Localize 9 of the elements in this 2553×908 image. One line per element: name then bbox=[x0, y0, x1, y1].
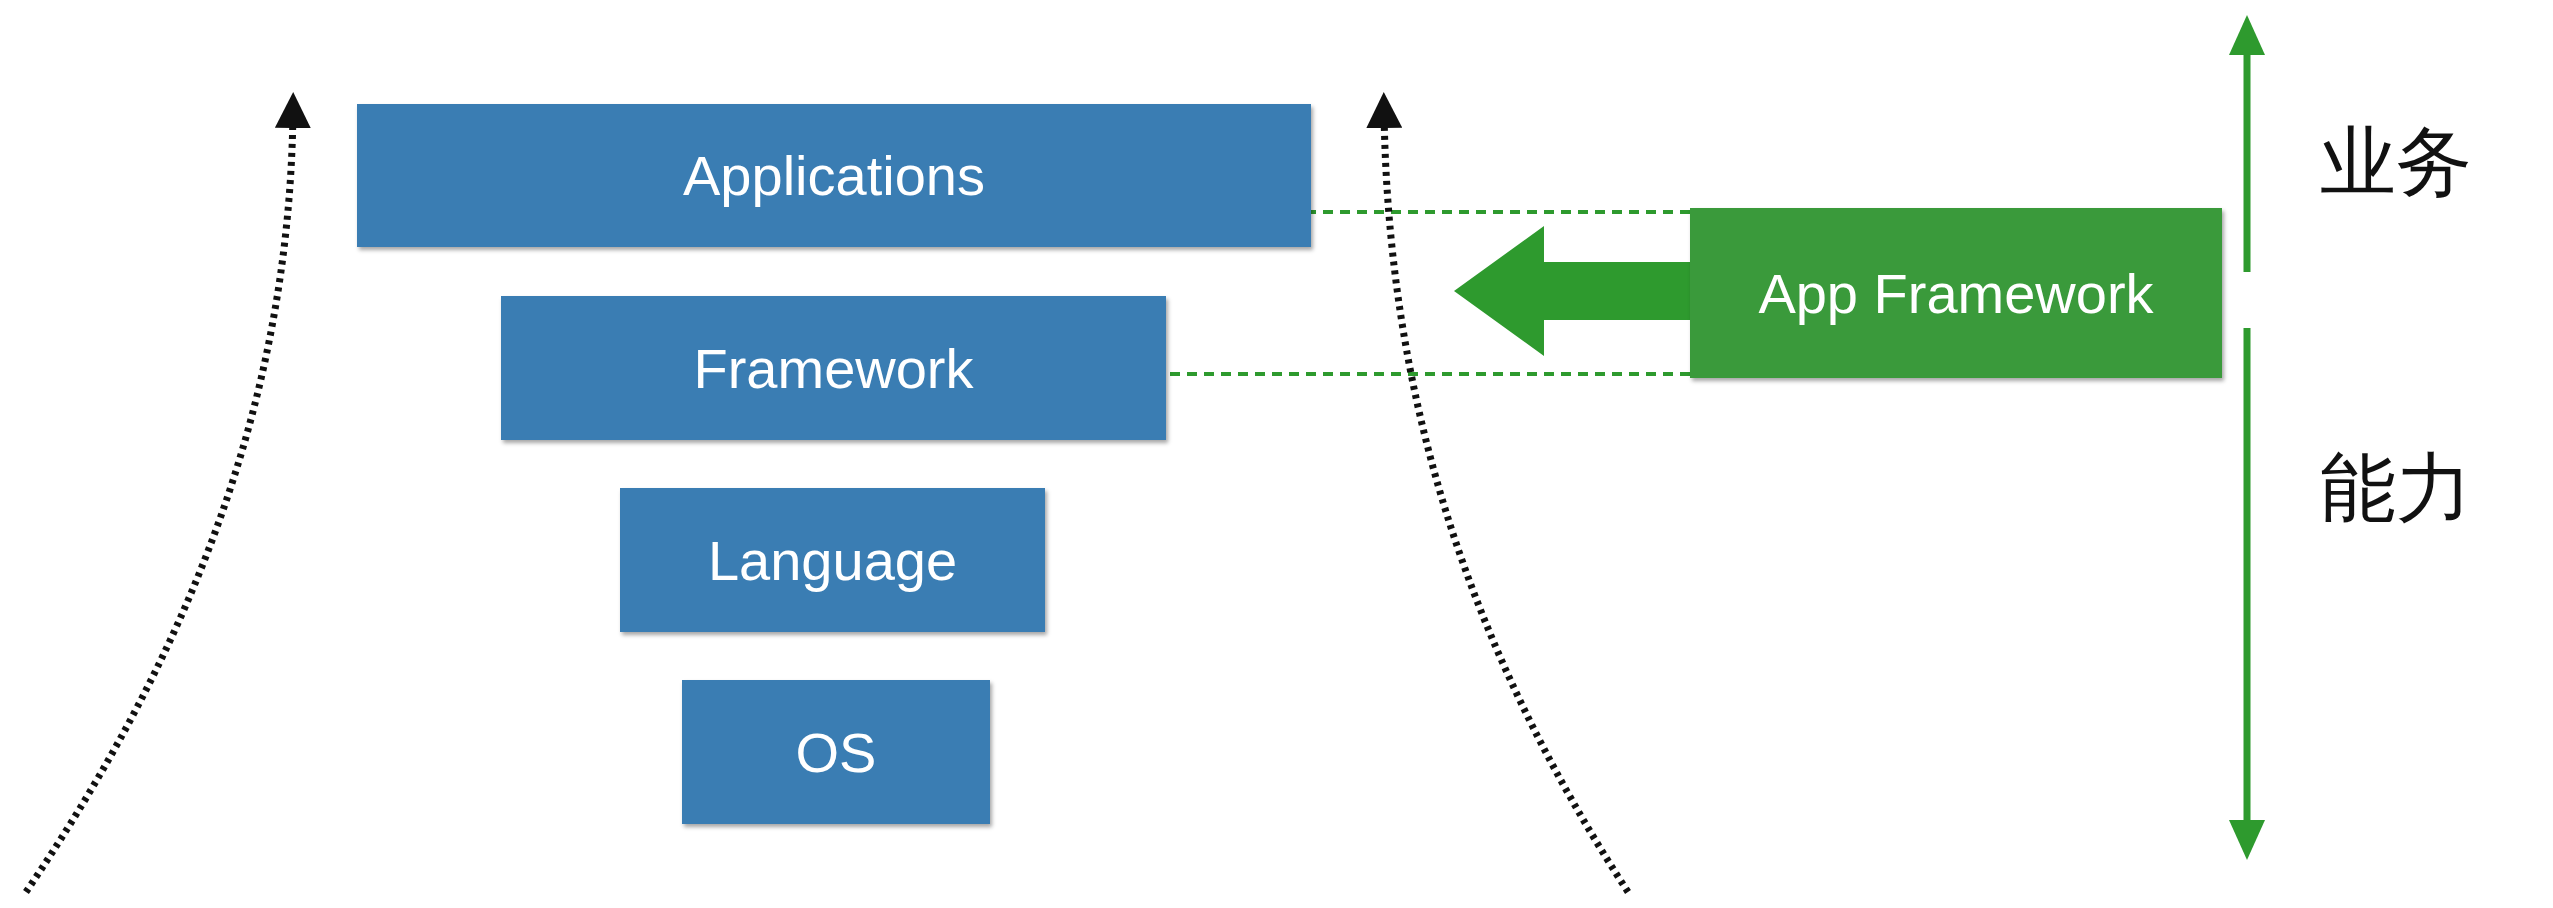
layer-box: Framework bbox=[501, 296, 1166, 440]
axis-label: 业务 bbox=[2320, 116, 2472, 208]
layer-box: Applications bbox=[357, 104, 1311, 247]
axis-label: 能力 bbox=[2320, 442, 2472, 534]
block-arrow bbox=[1454, 226, 1690, 356]
component-box: App Framework bbox=[1690, 208, 2222, 378]
dashed-connector bbox=[1311, 210, 1690, 214]
layer-box: OS bbox=[682, 680, 990, 824]
layer-box: Language bbox=[620, 488, 1045, 632]
